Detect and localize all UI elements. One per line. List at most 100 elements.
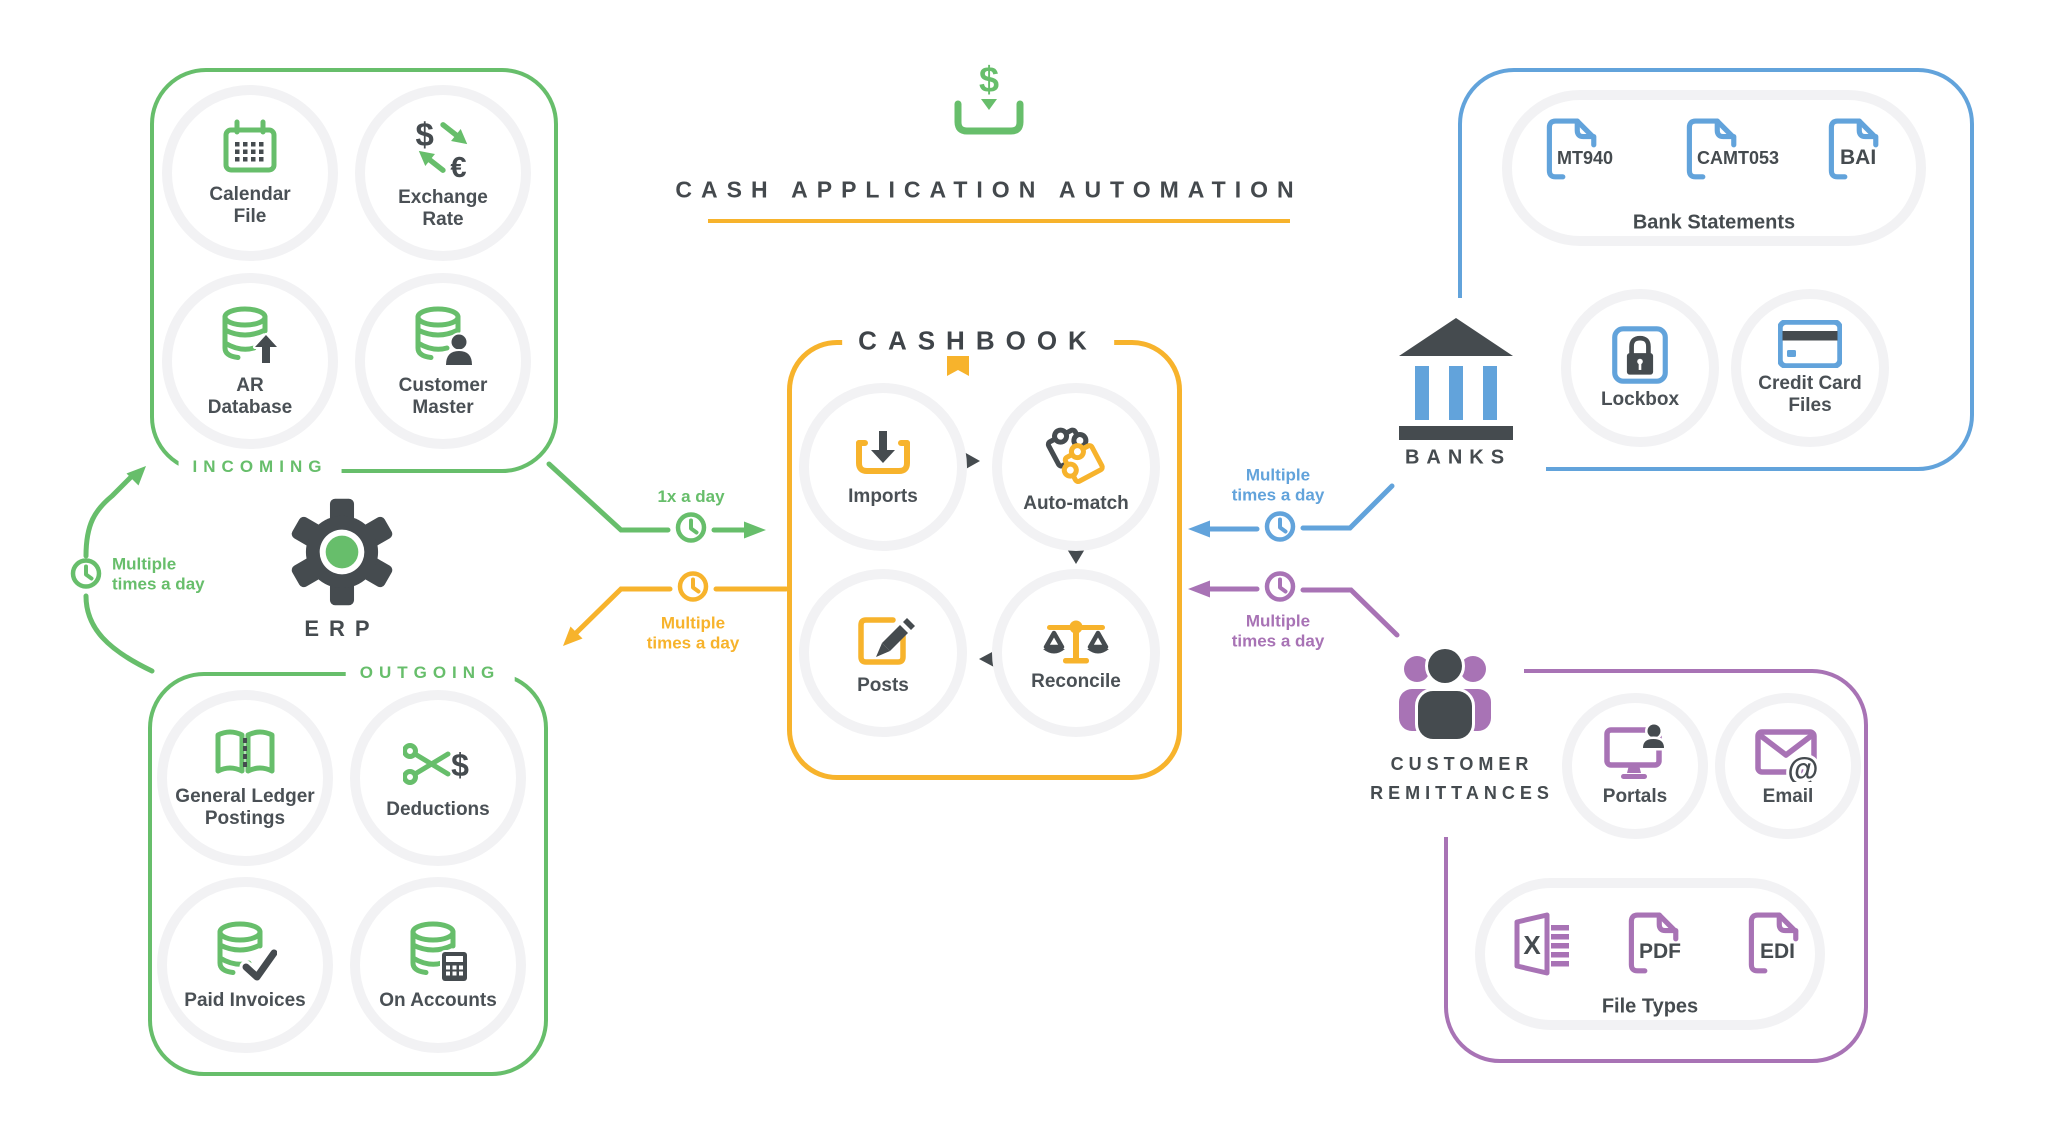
erp-label: ERP [304, 616, 380, 641]
node-label: Posts [857, 674, 909, 696]
pdf-file: PDF [1622, 912, 1722, 976]
clock-icon [674, 511, 708, 550]
node-label: Exchange Rate [398, 187, 488, 230]
exchange-rate-icon: $ € [415, 116, 468, 180]
bank-building-icon [1399, 318, 1513, 440]
exchange-rate-node: $ € Exchange Rate [355, 85, 531, 261]
clock-icon [1263, 510, 1297, 549]
portal-monitor-icon [1604, 724, 1667, 780]
node-label: Email [1762, 786, 1814, 808]
lockbox-node: Lockbox [1561, 289, 1719, 447]
node-label: Paid Invoices [184, 989, 306, 1011]
banks-label: BANKS [1404, 446, 1512, 469]
database-user-icon [415, 306, 475, 368]
email-node: @ Email [1715, 693, 1861, 839]
document-icon [1748, 912, 1799, 974]
incoming-section-label: INCOMING [178, 457, 342, 477]
posts-node: Posts [799, 569, 967, 737]
document-icon [1628, 912, 1679, 974]
node-label: AR Database [207, 375, 293, 418]
file-types-label: File Types [1601, 995, 1699, 1018]
node-label: Portals [1602, 786, 1668, 808]
node-label: Credit Card Files [1758, 373, 1862, 416]
document-icon [1686, 118, 1737, 180]
customer-remittances-label: CUSTOMER REMITTANCES [1370, 750, 1554, 808]
file-label: CAMT053 [1697, 148, 1780, 168]
file-label: EDI [1760, 940, 1796, 963]
mt940-file: MT940 [1540, 118, 1650, 182]
banks-box [1458, 68, 1974, 471]
svg-text:$: $ [979, 59, 999, 100]
import-tray-icon [856, 430, 910, 474]
calendar-icon [223, 119, 277, 173]
title-underline [708, 219, 1290, 223]
node-label: Calendar File [209, 184, 291, 227]
reconcile-node: Reconcile [992, 569, 1160, 737]
scissors-dollar-icon: $ [403, 742, 469, 785]
imports-node: Imports [799, 383, 967, 551]
auto-match-node: Auto-match [992, 383, 1160, 551]
bank-statements-label: Bank Statements [1632, 211, 1796, 234]
database-upload-icon [222, 306, 279, 366]
on-accounts-node: On Accounts [350, 877, 526, 1053]
file-label: PDF [1639, 940, 1681, 963]
camt053-file: CAMT053 [1680, 118, 1800, 182]
clock-icon [69, 557, 103, 596]
ar-database-node: AR Database [162, 273, 338, 449]
node-label: Deductions [386, 798, 490, 820]
database-calculator-icon [410, 921, 469, 983]
edi-file: EDI [1742, 912, 1832, 976]
portals-node: Portals [1562, 693, 1708, 839]
bookmark-icon [947, 356, 969, 376]
file-label: BAI [1840, 146, 1877, 169]
node-label: Lockbox [1600, 388, 1680, 410]
excel-file-icon: X [1514, 912, 1569, 976]
credit-card-files-node: Credit Card Files [1731, 289, 1889, 447]
outgoing-section-label: OUTGOING [345, 663, 515, 683]
bai-file: BAI [1822, 118, 1912, 182]
node-label: Reconcile [1031, 670, 1121, 692]
credit-card-icon [1778, 320, 1842, 369]
flow-label-erp-to-cashbook: 1x a day [657, 486, 725, 506]
node-label: Imports [848, 485, 918, 507]
excel-letter: X [1523, 930, 1541, 960]
clock-icon [1263, 570, 1297, 609]
dollar-inbox-icon: $ [954, 59, 1024, 135]
flow-label-customer-to-cashbook: Multiple times a day [1231, 611, 1325, 651]
svg-text:@: @ [1787, 751, 1818, 782]
ledger-book-icon [215, 729, 275, 774]
puzzle-icon [1045, 427, 1105, 484]
document-icon [1546, 118, 1597, 180]
deductions-node: $ Deductions [350, 690, 526, 866]
lockbox-icon [1612, 326, 1668, 384]
node-label: Customer Master [398, 375, 488, 418]
node-label: General Ledger Postings [175, 786, 315, 829]
customer-master-node: Customer Master [355, 273, 531, 449]
document-icon [1828, 118, 1879, 180]
svg-text:€: € [450, 152, 466, 180]
edit-pencil-icon [858, 617, 915, 665]
svg-text:$: $ [415, 116, 433, 153]
page-title: CASH APPLICATION AUTOMATION [675, 176, 1303, 203]
file-label: MT940 [1557, 148, 1614, 168]
paid-invoices-node: Paid Invoices [157, 877, 333, 1053]
node-label: Auto-match [1023, 492, 1129, 514]
bank-statements-group [1502, 90, 1926, 246]
flow-label-cashbook-to-erp: Multiple times a day [646, 613, 740, 653]
email-icon: @ [1755, 729, 1821, 782]
customer-label-line2: REMITTANCES [1370, 783, 1554, 803]
clock-icon [676, 570, 710, 609]
incoming-box [150, 68, 558, 473]
svg-text:$: $ [451, 747, 469, 783]
calendar-file-node: Calendar File [162, 85, 338, 261]
scales-icon [1043, 620, 1109, 664]
people-icon [1399, 646, 1491, 742]
flow-label-banks-to-cashbook: Multiple times a day [1231, 465, 1325, 505]
flow-label-erp-loop: Multiple times a day [112, 554, 205, 594]
customer-label-line1: CUSTOMER [1390, 754, 1534, 774]
erp-gear-icon [291, 498, 393, 606]
general-ledger-node: General Ledger Postings [157, 690, 333, 866]
customer-remittances-box [1444, 669, 1868, 1063]
